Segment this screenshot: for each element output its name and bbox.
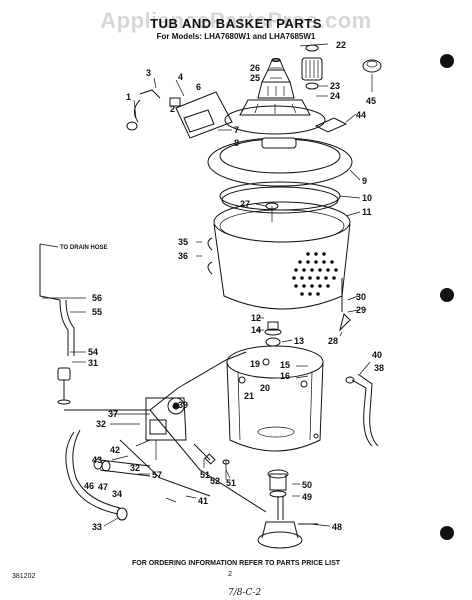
callout-36: 36 bbox=[178, 251, 188, 261]
drain-hose-label: TO DRAIN HOSE bbox=[60, 245, 108, 251]
leader-lines bbox=[42, 43, 373, 527]
callout-13: 13 bbox=[294, 336, 304, 346]
callout-51b: 51 bbox=[226, 478, 236, 488]
watermark: AppliancePartsPros.com bbox=[100, 8, 372, 33]
dispenser-parts bbox=[301, 44, 382, 133]
model-numbers: For Models: LHA7680W1 and LHA7685W1 bbox=[156, 32, 316, 41]
callout-32b: 32 bbox=[130, 463, 140, 473]
agitator-cap-group bbox=[257, 58, 295, 99]
callout-22: 22 bbox=[336, 40, 346, 50]
callout-54: 54 bbox=[88, 347, 98, 357]
agitator-skirt bbox=[224, 99, 326, 135]
callout-25: 25 bbox=[250, 73, 260, 83]
callout-52: 52 bbox=[210, 476, 220, 486]
callout-23: 23 bbox=[330, 81, 340, 91]
callout-15: 15 bbox=[280, 360, 290, 370]
callout-10: 10 bbox=[362, 193, 372, 203]
pump-hose-assembly bbox=[39, 89, 379, 521]
basket-perforations bbox=[292, 252, 338, 296]
callout-56: 56 bbox=[92, 293, 102, 303]
part-callouts: 22 26 25 23 24 45 44 3 4 6 1 2 7 8 9 10 … bbox=[84, 40, 384, 532]
callout-47: 47 bbox=[98, 482, 108, 492]
callout-3: 3 bbox=[146, 68, 151, 78]
ordering-note: FOR ORDERING INFORMATION REFER TO PARTS … bbox=[131, 560, 341, 567]
binder-hole-middle bbox=[440, 288, 454, 302]
callout-51a: 51 bbox=[200, 470, 210, 480]
callout-20: 20 bbox=[260, 383, 270, 393]
callout-45: 45 bbox=[366, 96, 376, 106]
callout-8: 8 bbox=[234, 138, 239, 148]
callout-34: 34 bbox=[112, 489, 122, 499]
callout-14: 14 bbox=[251, 325, 261, 335]
callout-6: 6 bbox=[196, 82, 201, 92]
callout-41: 41 bbox=[198, 496, 208, 506]
callout-48: 48 bbox=[332, 522, 342, 532]
callout-32: 32 bbox=[96, 419, 106, 429]
callout-9: 9 bbox=[362, 176, 367, 186]
drive-assembly bbox=[257, 469, 318, 549]
binder-hole-bottom bbox=[440, 526, 454, 540]
callout-30: 30 bbox=[356, 292, 366, 302]
callout-43: 43 bbox=[92, 455, 102, 465]
hub-nut-parts bbox=[264, 321, 282, 347]
callout-26: 26 bbox=[250, 63, 260, 73]
callout-24: 24 bbox=[330, 91, 340, 101]
callout-40: 40 bbox=[372, 350, 382, 360]
callout-11: 11 bbox=[362, 207, 372, 217]
callout-21: 21 bbox=[244, 391, 254, 401]
callout-7: 7 bbox=[234, 125, 239, 135]
callout-42: 42 bbox=[110, 445, 120, 455]
callout-38: 38 bbox=[374, 363, 384, 373]
callout-29: 29 bbox=[356, 305, 366, 315]
document-number: 381202 bbox=[12, 573, 36, 580]
callout-27: 27 bbox=[240, 199, 250, 209]
callout-35: 35 bbox=[178, 237, 188, 247]
callout-28: 28 bbox=[328, 336, 338, 346]
callout-50: 50 bbox=[302, 480, 312, 490]
binder-hole-top bbox=[440, 54, 454, 68]
callout-37: 37 bbox=[108, 409, 118, 419]
callout-57: 57 bbox=[152, 470, 162, 480]
outer-tub-base bbox=[226, 345, 324, 452]
callout-49: 49 bbox=[302, 492, 312, 502]
page-number: 2 bbox=[228, 571, 232, 578]
callout-55: 55 bbox=[92, 307, 102, 317]
callout-31: 31 bbox=[88, 358, 98, 368]
callout-46: 46 bbox=[84, 481, 94, 491]
callout-12: 12 bbox=[251, 313, 261, 323]
callout-1: 1 bbox=[126, 92, 131, 102]
callout-33: 33 bbox=[92, 522, 102, 532]
callout-44: 44 bbox=[356, 110, 366, 120]
diagram-heading: TUB AND BASKET PARTS bbox=[150, 16, 322, 31]
callout-19: 19 bbox=[250, 359, 260, 369]
callout-4: 4 bbox=[178, 72, 183, 82]
callout-16: 16 bbox=[280, 371, 290, 381]
callout-39: 39 bbox=[178, 400, 188, 410]
callout-2: 2 bbox=[170, 104, 175, 114]
handwritten-code: 7/8-C-2 bbox=[228, 588, 262, 598]
washer-basket bbox=[213, 201, 351, 310]
